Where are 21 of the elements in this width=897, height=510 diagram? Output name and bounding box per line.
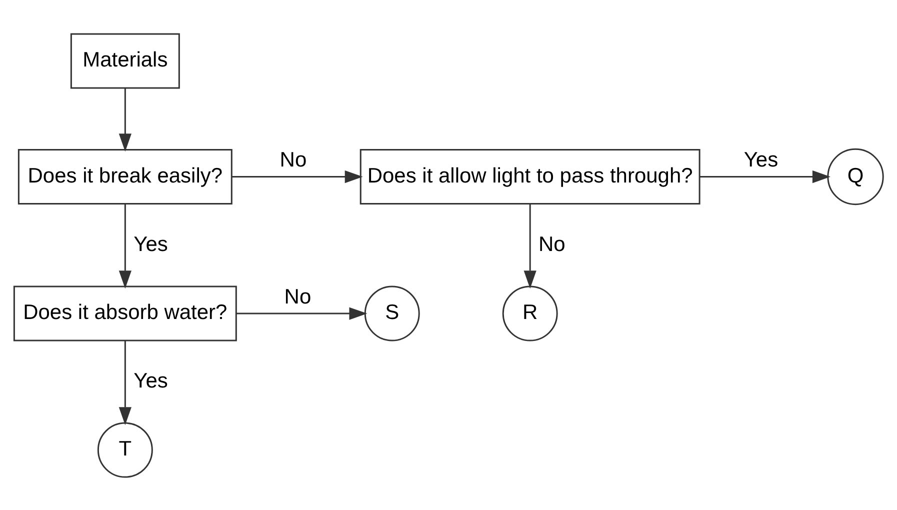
node-circle: Q [827, 148, 884, 205]
node-box: Does it absorb water? [13, 285, 237, 341]
node-box: Materials [70, 32, 180, 88]
edge-label: Yes [744, 148, 778, 172]
edge-label: No [280, 148, 307, 172]
edge-label: Yes [134, 368, 168, 392]
arrow [118, 204, 132, 288]
edge-label: Yes [134, 232, 168, 256]
arrow [118, 340, 132, 425]
arrow [236, 306, 368, 320]
node-box: Does it allow light to pass through? [360, 148, 700, 204]
edge-label: No [284, 284, 312, 308]
node-circle: R [502, 285, 558, 341]
arrow [524, 204, 536, 288]
edge-label: No [538, 232, 566, 256]
node-box: Does it break easily? [18, 148, 232, 204]
arrow [232, 170, 363, 183]
node-circle: S [364, 285, 420, 341]
arrow [700, 170, 830, 183]
node-circle: T [97, 422, 153, 478]
arrow [118, 88, 132, 152]
